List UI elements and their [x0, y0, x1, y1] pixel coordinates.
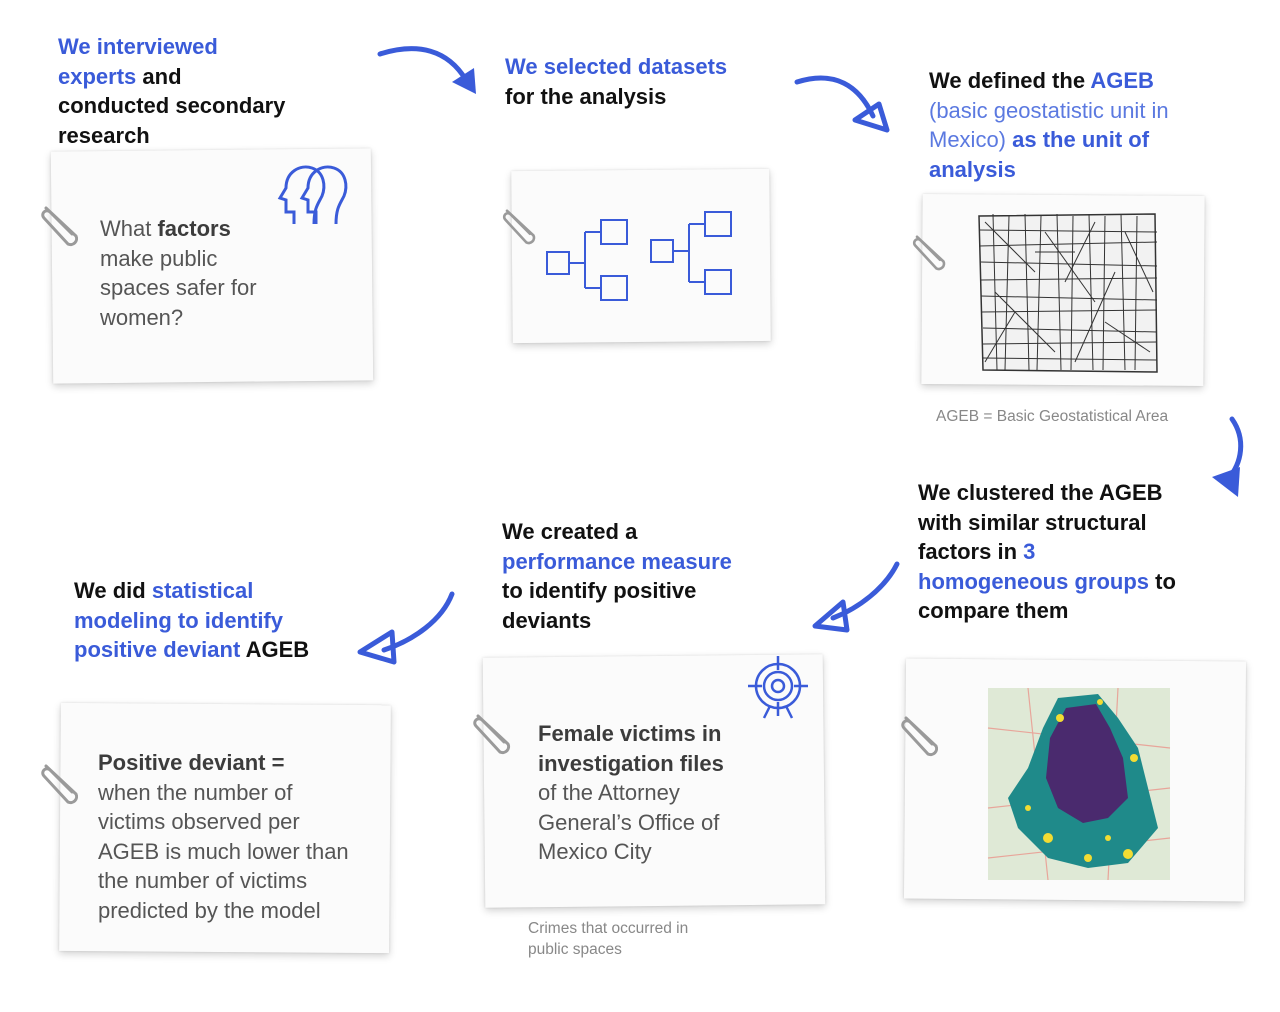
arrow-step4-to-step5 [812, 561, 900, 633]
arrow-step1-to-step2 [377, 46, 476, 94]
paperclip-icon [912, 235, 946, 271]
arrow-step5-to-step6 [357, 591, 455, 665]
step5-caption: Crimes that occurred in public spaces [528, 920, 689, 958]
paperclip-icon [473, 714, 511, 755]
step3-caption: AGEB = Basic Geostatistical Area [936, 408, 1169, 425]
paperclip-icon [41, 764, 79, 805]
two-heads-icon [277, 165, 348, 225]
step2-heading: We selected datasets for the analysis [505, 54, 728, 109]
step5-card-text: Female victims in investigation files of… [538, 721, 724, 864]
arrow-step2-to-step3 [794, 75, 890, 133]
step6-heading: We did statistical modeling to identify … [74, 578, 310, 662]
paperclip-icon [901, 716, 939, 757]
step1-heading: We interviewed experts and conducted sec… [58, 34, 286, 148]
arrow-step3-to-step4 [1212, 416, 1244, 497]
ageb-map [978, 213, 1158, 373]
target-icon [748, 656, 808, 719]
step3-heading: We defined the AGEB (basic geostatistic … [929, 68, 1169, 182]
cluster-map [987, 687, 1171, 881]
step6-card-text: Positive deviant = when the number of vi… [98, 750, 349, 923]
step1-card-text: What factors make public spaces safer fo… [100, 216, 257, 330]
step4-heading: We clustered the AGEB with similar struc… [918, 480, 1176, 623]
dataset-tree-icon [546, 211, 732, 301]
step5-heading: We created a performance measure to iden… [502, 519, 732, 633]
paperclip-icon [41, 206, 79, 247]
paperclip-icon [502, 209, 536, 245]
